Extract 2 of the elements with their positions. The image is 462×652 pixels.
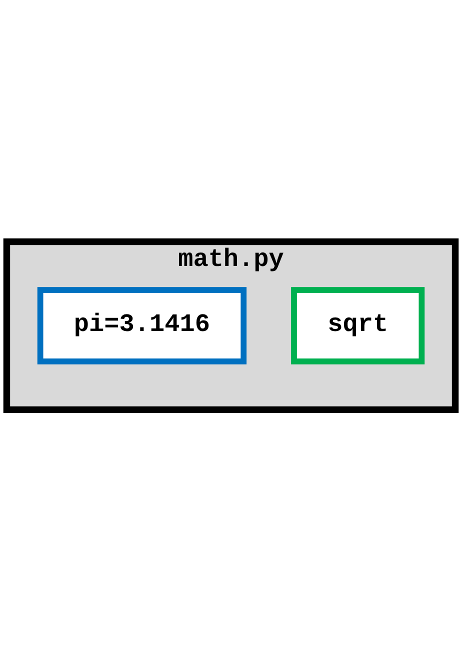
node-box: pi=3.1416: [37, 287, 247, 365]
node-box: sqrt: [291, 287, 425, 365]
